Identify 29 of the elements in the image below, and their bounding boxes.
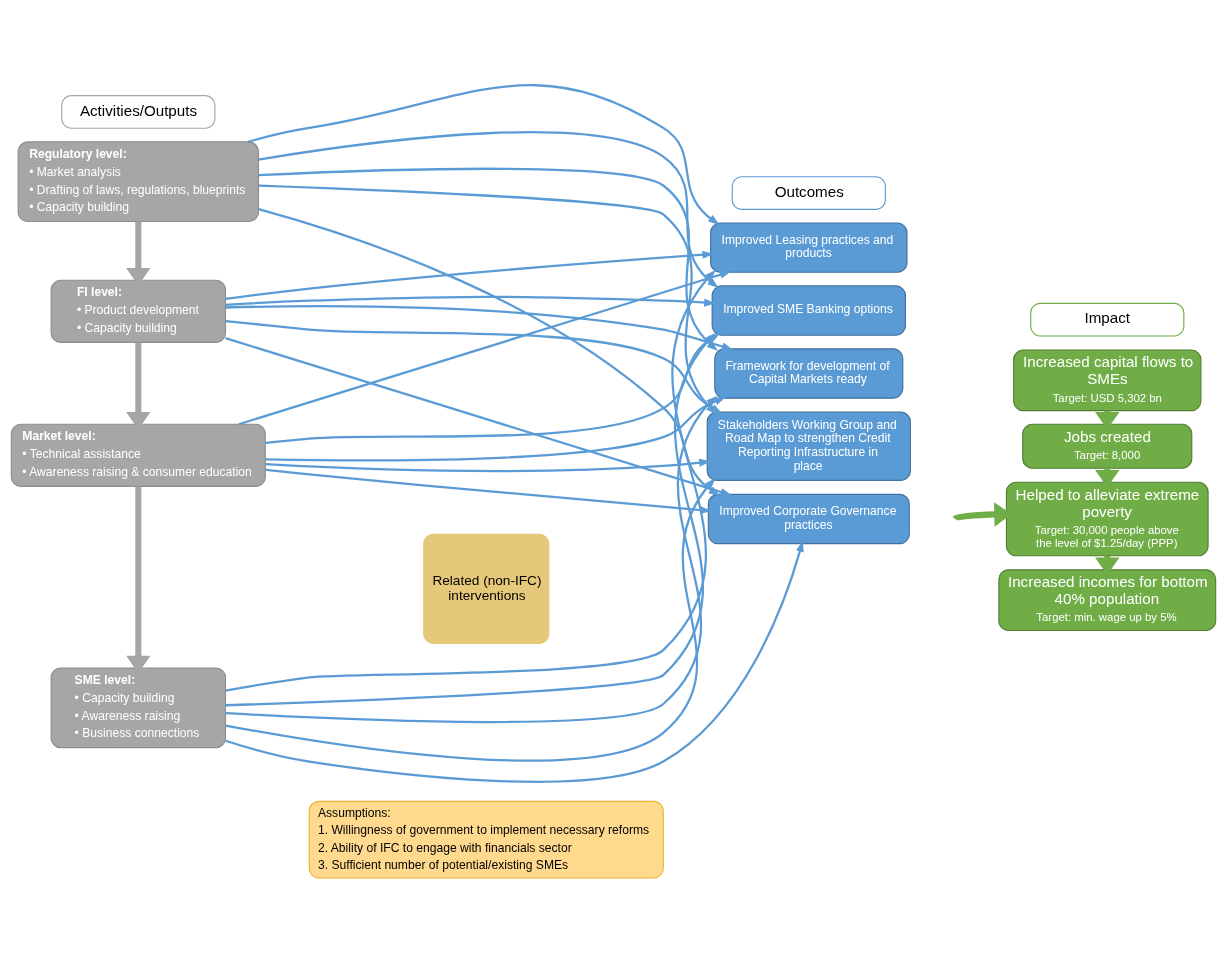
node-box: Improved Leasing practices and products <box>710 222 908 273</box>
node-box: Helped to alleviate extreme poverty Target: 30,000 people above the level of $1.25/day (PPP) <box>1005 481 1209 557</box>
node-box: Market level: • Technical assistance • Awareness raising & consumer education <box>10 423 266 487</box>
arrow <box>238 270 732 426</box>
arrow <box>225 540 804 783</box>
arrow <box>247 84 720 225</box>
node-box: Outcomes <box>731 176 886 210</box>
node-box: FI level: • Product development • Capacity building <box>50 279 227 343</box>
node-box: Improved Corporate Governance practices <box>707 493 910 545</box>
arrow <box>265 458 711 473</box>
node-box: Jobs created Target: 8,000 <box>1022 423 1193 469</box>
arrow <box>225 295 716 307</box>
node-box: Activities/Outputs <box>61 95 216 129</box>
arrow <box>258 131 719 289</box>
node-box: SME level: • Capacity building • Awareness raising • Business connections <box>50 667 227 749</box>
arrow <box>225 250 714 301</box>
node-box: Stakeholders Working Group and Road Map to strengthen Credit Reporting Infrastructure in place <box>706 411 911 481</box>
arrow <box>225 304 734 351</box>
arrow <box>225 478 716 762</box>
node-box: Improved SME Banking options <box>711 285 907 336</box>
node-box: Impact <box>1030 302 1185 337</box>
arrow <box>265 396 726 462</box>
node-box: Increased capital flows to SMEs Target: USD 5,302 bn <box>1013 349 1202 412</box>
node-box: Increased incomes for bottom 40% population Target: min. wage up by 5% <box>998 569 1217 632</box>
arrow <box>265 468 712 515</box>
node-box: Related (non-IFC) interventions <box>423 533 550 644</box>
node-box: Regulatory level: • Market analysis • Drafting of laws, regulations, blueprints • Capacity building <box>17 141 260 223</box>
node-box: Framework for development of Capital Markets ready <box>714 348 904 399</box>
node-box: Assumptions: 1. Willingness of government to implement necessary reforms 2. Ability of IFC to engage with financials sector 3. Sufficient number of potential/existing SMEs <box>308 800 664 879</box>
